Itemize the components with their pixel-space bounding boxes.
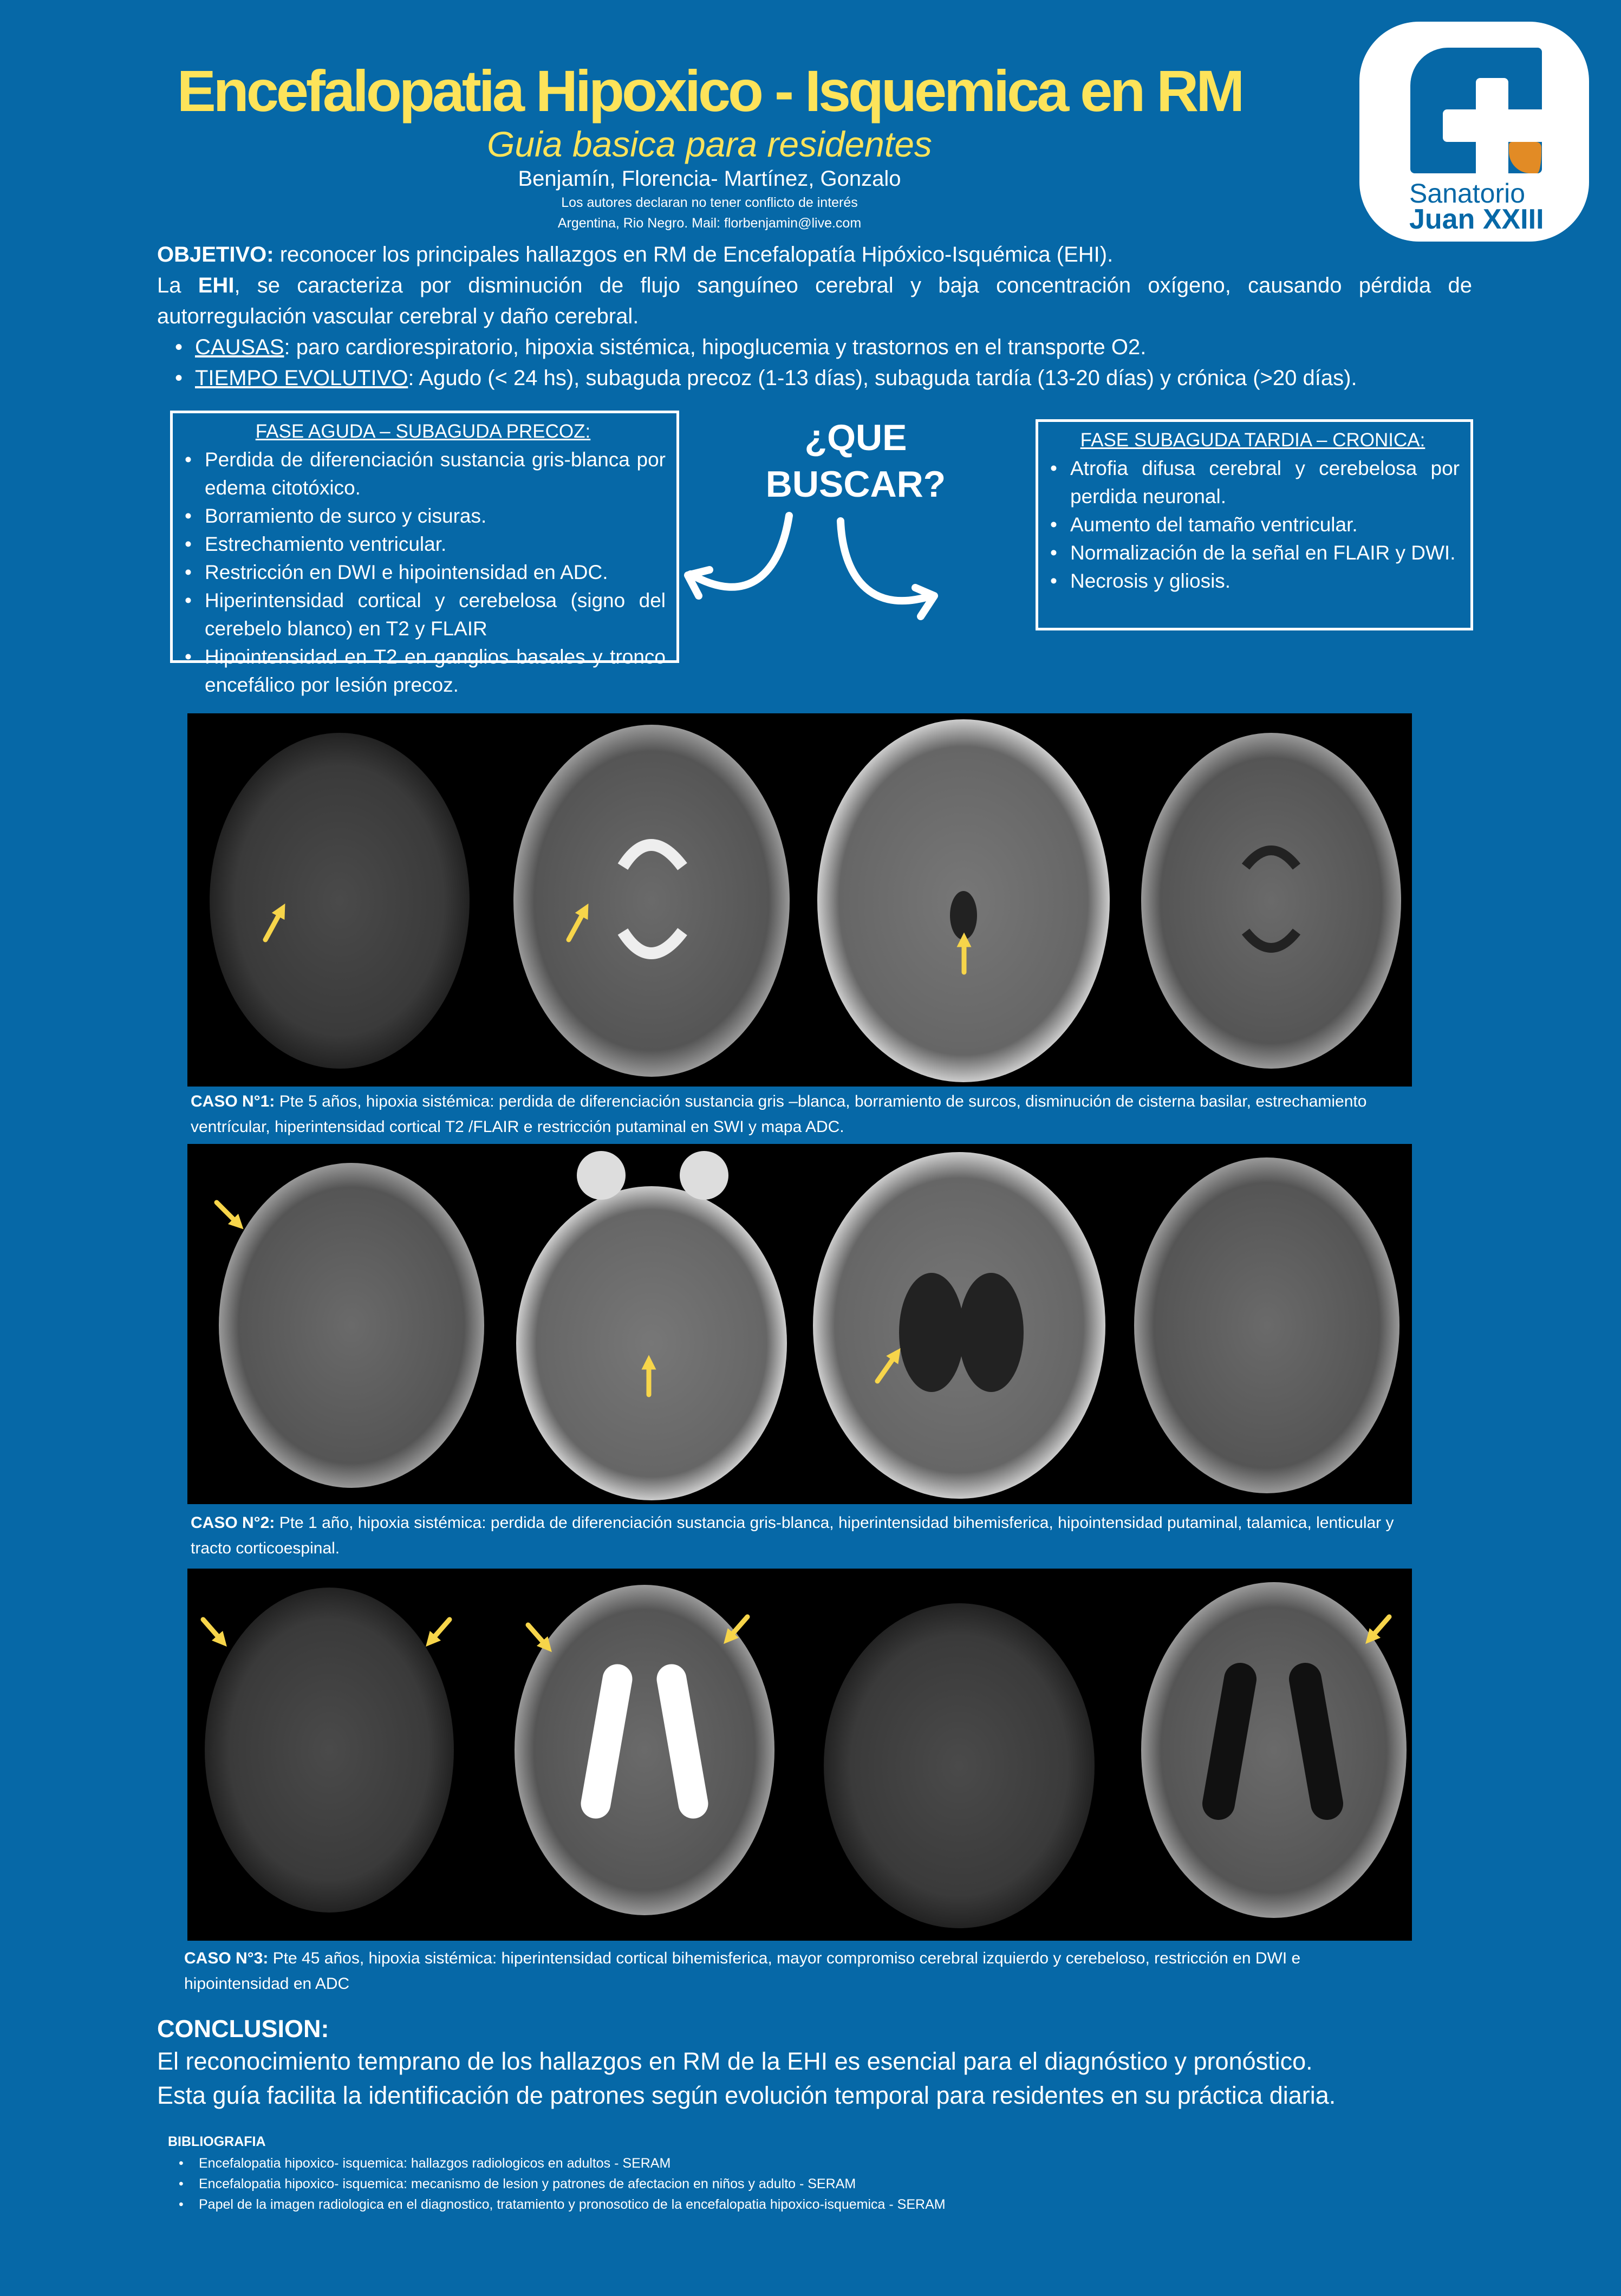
arrow-icon xyxy=(875,1348,901,1384)
arrow-icon xyxy=(566,903,589,942)
finding-arrows xyxy=(200,903,1392,1653)
bibliography-item: Encefalopatia hipoxico- isquemica: halla… xyxy=(174,2153,946,2174)
bibliography-heading: BIBLIOGRAFIA xyxy=(168,2134,266,2149)
conclusion-line: Esta guía facilita la identificación de … xyxy=(157,2082,1336,2109)
list-item: Hiperintensidad cortical y cerebelosa (s… xyxy=(180,587,666,643)
sanatorio-logo: Sanatorio Juan XXIII xyxy=(1359,22,1589,242)
arrow-icon xyxy=(426,1617,452,1647)
que-buscar-heading: ¿QUE BUSCAR? xyxy=(765,417,946,505)
chronic-phase-box: FASE SUBAGUDA TARDIA – CRONICA: Atrofia … xyxy=(1036,419,1473,630)
list-item: Atrofia difusa cerebral y cerebelosa por… xyxy=(1046,454,1460,511)
arrow-icon xyxy=(724,1614,750,1644)
authors: Benjamín, Florencia- Martínez, Gonzalo xyxy=(518,167,901,191)
case3-brain-slices xyxy=(205,1582,1407,1928)
mri-adc-slice xyxy=(513,725,790,1077)
list-item: Aumento del tamaño ventricular. xyxy=(1046,511,1460,539)
list-item: Normalización de la señal en FLAIR y DWI… xyxy=(1046,539,1460,567)
mri-dwi-slice xyxy=(210,733,470,1069)
mri-adc-slice xyxy=(515,1585,774,1915)
case1-caption: CASO N°1: Pte 5 años, hipoxia sistémica:… xyxy=(191,1092,1367,1136)
bibliography-item: Papel de la imagen radiologica en el dia… xyxy=(174,2194,946,2215)
case2-brain-slices xyxy=(219,1151,1399,1500)
mri-flair-slice xyxy=(1141,1582,1407,1918)
logo-text-line1: Sanatorio xyxy=(1409,178,1526,209)
arrow-icon xyxy=(1365,1614,1392,1644)
logo-text-line2: Juan XXIII xyxy=(1409,204,1544,235)
case1-brain-slices xyxy=(210,719,1401,1082)
case3-caption: CASO N°3: Pte 45 años, hipoxia sistémica… xyxy=(184,1949,1301,1993)
list-item: Hipointensidad en T2 en ganglios basales… xyxy=(180,643,666,699)
acute-phase-box: FASE AGUDA – SUBAGUDA PRECOZ: Perdida de… xyxy=(170,411,679,696)
chronic-phase-title: FASE SUBAGUDA TARDIA – CRONICA: xyxy=(1080,430,1425,451)
ehi-definition-line1: La EHI, se caracteriza por disminución d… xyxy=(157,274,1472,297)
mri-flair-slice xyxy=(1134,1157,1399,1493)
bullet-causas: CAUSAS: paro cardiorespiratorio, hipoxia… xyxy=(171,332,1470,363)
contact-info: Argentina, Rio Negro. Mail: florbenjamin… xyxy=(557,216,862,231)
bibliography-item: Encefalopatia hipoxico- isquemica: mecan… xyxy=(174,2174,946,2194)
conflict-statement: Los autores declaran no tener conflicto … xyxy=(561,195,858,210)
mri-flair-posterior-fossa xyxy=(824,1603,1095,1928)
poster-subtitle: Guia basica para residentes xyxy=(487,124,932,164)
mri-t2-slice xyxy=(516,1186,787,1500)
left-arrow-icon xyxy=(687,512,793,591)
list-item: Necrosis y gliosis. xyxy=(1046,567,1460,595)
objective: OBJETIVO: reconocer los principales hall… xyxy=(157,243,1114,266)
list-item: Estrechamiento ventricular. xyxy=(180,530,666,558)
arrow-icon xyxy=(525,1622,552,1653)
intro-bullets: CAUSAS: paro cardiorespiratorio, hipoxia… xyxy=(171,332,1470,394)
arrow-icon xyxy=(263,903,285,942)
conclusion-line: El reconocimiento temprano de los hallaz… xyxy=(157,2047,1313,2075)
list-item: Restricción en DWI e hipointensidad en A… xyxy=(180,558,666,587)
mri-flair-slice xyxy=(1141,733,1401,1069)
list-item: Borramiento de surco y cisuras. xyxy=(180,502,666,530)
arrow-icon xyxy=(200,1617,227,1647)
list-item: Perdida de diferenciación sustancia gris… xyxy=(180,446,666,502)
case2-caption: CASO N°2: Pte 1 año, hipoxia sistémica: … xyxy=(191,1514,1394,1557)
right-arrow-icon xyxy=(837,517,935,605)
ehi-definition-line2: autorregulación vascular cerebral y daño… xyxy=(157,304,639,328)
conclusion-heading: CONCLUSION: xyxy=(157,2015,329,2043)
bibliography-list: Encefalopatia hipoxico- isquemica: halla… xyxy=(174,2153,946,2215)
branch-arrows-icon xyxy=(684,512,938,620)
acute-phase-title: FASE AGUDA – SUBAGUDA PRECOZ: xyxy=(255,421,591,442)
bullet-tiempo: TIEMPO EVOLUTIVO: Agudo (< 24 hs), subag… xyxy=(171,363,1470,394)
arrow-icon xyxy=(214,1200,244,1230)
mri-dwi-slice xyxy=(205,1588,454,1913)
poster-title: Encefalopatia Hipoxico - Isquemica en RM xyxy=(177,58,1245,123)
mri-dwi-slice xyxy=(219,1163,484,1488)
